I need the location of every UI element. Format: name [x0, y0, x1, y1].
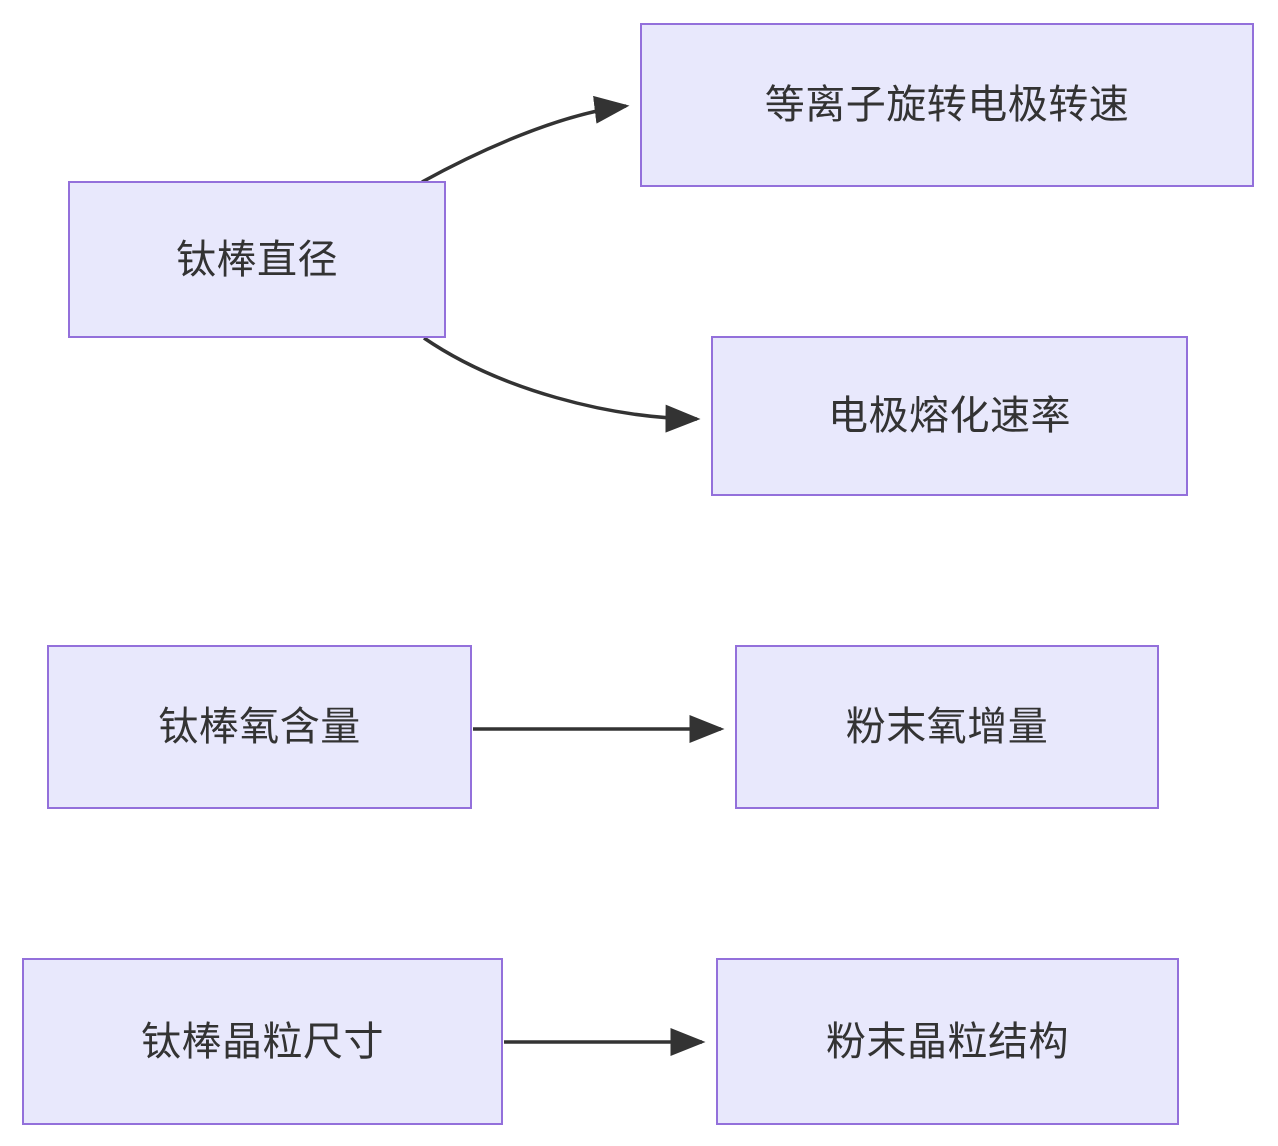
node-label: 电极熔化速率	[828, 394, 1071, 438]
node-label: 粉末氧增量	[845, 705, 1049, 749]
node-label: 等离子旋转电极转速	[764, 83, 1130, 127]
edge-rod-diameter-to-melt-rate	[423, 336, 701, 433]
node-rod-grain-size[interactable]: 钛棒晶粒尺寸	[22, 958, 503, 1125]
node-powder-oxygen-increment[interactable]: 粉末氧增量	[735, 645, 1159, 809]
node-electrode-melting-rate[interactable]: 电极熔化速率	[711, 336, 1188, 496]
node-label: 钛棒氧含量	[158, 705, 361, 749]
node-plasma-rotating-electrode-speed[interactable]: 等离子旋转电极转速	[640, 23, 1254, 187]
node-powder-grain-structure[interactable]: 粉末晶粒结构	[716, 958, 1179, 1125]
edge-rod-diameter-to-prep-speed	[421, 95, 630, 184]
node-label: 钛棒直径	[176, 237, 338, 282]
node-label: 钛棒晶粒尺寸	[141, 1019, 384, 1064]
node-label: 粉末晶粒结构	[826, 1019, 1069, 1064]
node-rod-diameter[interactable]: 钛棒直径	[68, 181, 446, 338]
node-rod-oxygen-content[interactable]: 钛棒氧含量	[47, 645, 472, 809]
